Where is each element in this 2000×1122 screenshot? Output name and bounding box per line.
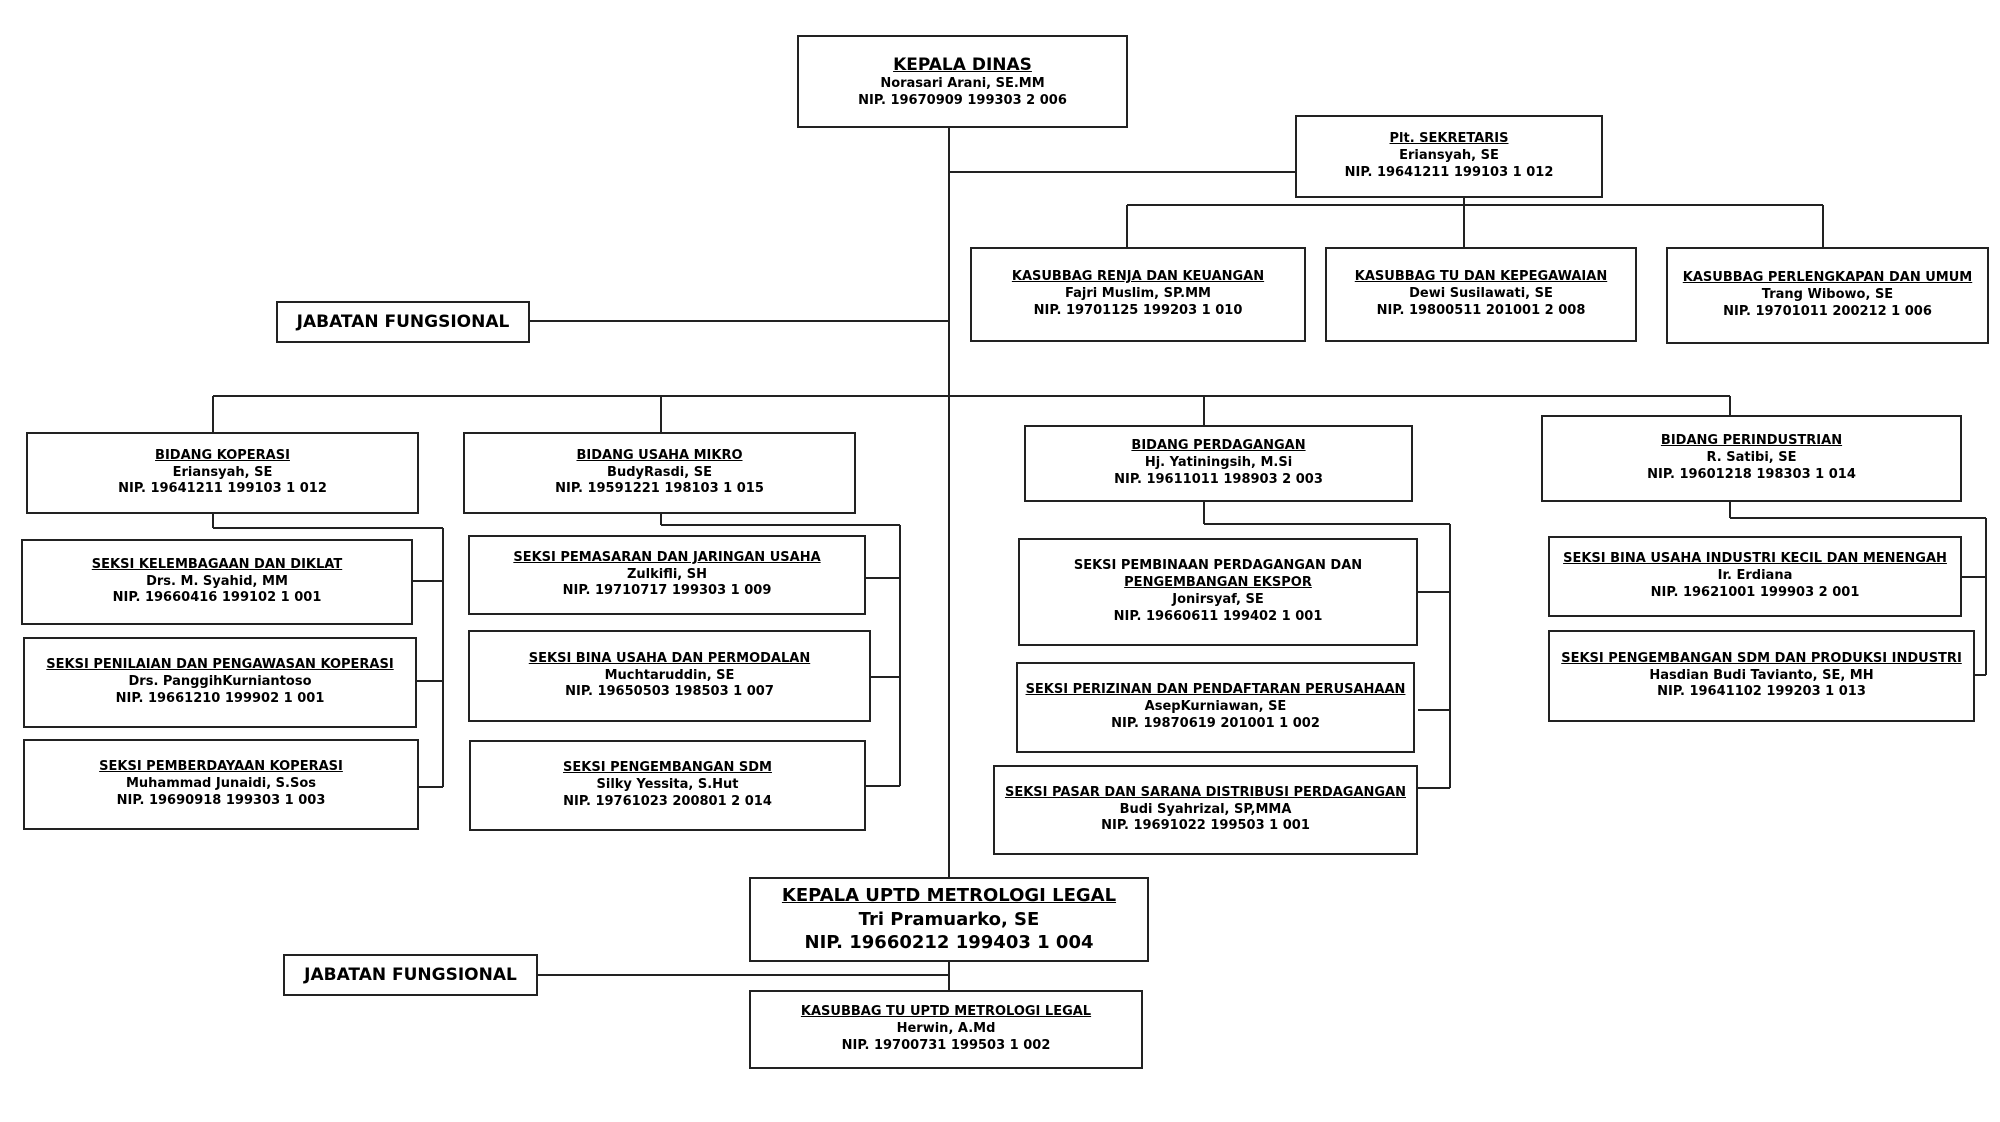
seksi-nip: NIP. 19660416 199102 1 001 (112, 590, 322, 606)
seksi-perizinan-box: SEKSI PERIZINAN DAN PENDAFTARAN PERUSAHA… (1016, 662, 1415, 753)
seksi-penilaian-box: SEKSI PENILAIAN DAN PENGAWASAN KOPERASI … (23, 637, 417, 728)
seksi-title: SEKSI PENGEMBANGAN SDM (563, 760, 772, 776)
kasubbag-title: KASUBBAG TU DAN KEPEGAWAIAN (1354, 269, 1608, 285)
seksi-nip: NIP. 19870619 201001 1 002 (1111, 715, 1320, 731)
sekretaris-nip: NIP. 19641211 199103 1 012 (1344, 164, 1554, 180)
kasubbag-uptd-title: KASUBBAG TU UPTD METROLOGI LEGAL (800, 1004, 1092, 1020)
jabatan-fungsional-uptd-label: JABATAN FUNGSIONAL (283, 954, 538, 996)
uptd-nip: NIP. 19660212 199403 1 004 (804, 932, 1094, 954)
seksi-title-line2: PENGEMBANGAN EKSPOR (1124, 575, 1312, 591)
bidang-nip: NIP. 19641211 199103 1 012 (118, 481, 327, 497)
kasubbag-title: KASUBBAG PERLENGKAPAN DAN UMUM (1682, 270, 1973, 286)
seksi-name: AsepKurniawan, SE (1144, 699, 1287, 715)
bidang-title: BIDANG KOPERASI (155, 447, 290, 463)
uptd-title: KEPALA UPTD METROLOGI LEGAL (781, 885, 1117, 907)
seksi-title: SEKSI PENILAIAN DAN PENGAWASAN KOPERASI (46, 657, 394, 673)
kasubbag-nip: NIP. 19701011 200212 1 006 (1723, 303, 1932, 319)
seksi-pengembangan-industri-box: SEKSI PENGEMBANGAN SDM DAN PRODUKSI INDU… (1548, 630, 1975, 722)
seksi-title: SEKSI PASAR DAN SARANA DISTRIBUSI PERDAG… (1004, 784, 1406, 800)
bidang-usaha-mikro-box: BIDANG USAHA MIKRO BudyRasdi, SE NIP. 19… (463, 432, 856, 514)
seksi-nip: NIP. 19621001 199903 2 001 (1650, 584, 1860, 600)
bidang-name: Hj. Yatiningsih, M.Si (1144, 455, 1293, 471)
seksi-pemberdayaan-box: SEKSI PEMBERDAYAAN KOPERASI Muhammad Jun… (23, 739, 419, 830)
sekretaris-name: Eriansyah, SE (1399, 148, 1499, 164)
seksi-pasar-box: SEKSI PASAR DAN SARANA DISTRIBUSI PERDAG… (993, 765, 1418, 855)
seksi-nip: NIP. 19691022 199503 1 001 (1101, 818, 1310, 834)
kasubbag-nip: NIP. 19800511 201001 2 008 (1376, 302, 1586, 318)
seksi-nip: NIP. 19661210 199902 1 001 (115, 690, 325, 706)
kasubbag-name: Fajri Muslim, SP.MM (1065, 286, 1211, 302)
kepala-dinas-title: KEPALA DINAS (893, 54, 1032, 75)
kasubbag-renja-box: KASUBBAG RENJA DAN KEUANGAN Fajri Muslim… (970, 247, 1306, 342)
seksi-nip: NIP. 19641102 199203 1 013 (1657, 684, 1866, 700)
kepala-dinas-name: Norasari Arani, SE.MM (880, 75, 1045, 91)
seksi-title: SEKSI PEMASARAN DAN JARINGAN USAHA (513, 549, 821, 565)
bidang-title: BIDANG PERINDUSTRIAN (1660, 433, 1843, 449)
kasubbag-uptd-name: Herwin, A.Md (896, 1021, 996, 1037)
seksi-title: SEKSI PENGEMBANGAN SDM DAN PRODUKSI INDU… (1561, 650, 1962, 666)
kepala-uptd-box: KEPALA UPTD METROLOGI LEGAL Tri Pramuark… (749, 877, 1149, 962)
seksi-title: SEKSI PEMBERDAYAAN KOPERASI (99, 759, 343, 775)
kasubbag-perlengkapan-box: KASUBBAG PERLENGKAPAN DAN UMUM Trang Wib… (1666, 247, 1989, 344)
seksi-title: SEKSI PEMBINAAN PERDAGANGAN DAN (1073, 558, 1363, 574)
uptd-name: Tri Pramuarko, SE (858, 908, 1040, 930)
seksi-name: Silky Yessita, S.Hut (596, 777, 739, 793)
kepala-dinas-box: KEPALA DINAS Norasari Arani, SE.MM NIP. … (797, 35, 1128, 128)
bidang-name: R. Satibi, SE (1706, 450, 1797, 466)
seksi-name: Budi Syahrizal, SP,MMA (1119, 801, 1292, 817)
sekretaris-box: Plt. SEKRETARIS Eriansyah, SE NIP. 19641… (1295, 115, 1603, 198)
kasubbag-name: Trang Wibowo, SE (1761, 287, 1894, 303)
seksi-name: Hasdian Budi Tavianto, SE, MH (1649, 667, 1874, 683)
kasubbag-name: Dewi Susilawati, SE (1409, 286, 1553, 302)
seksi-kelembagaan-box: SEKSI KELEMBAGAAN DAN DIKLAT Drs. M. Sya… (21, 539, 413, 625)
seksi-title: SEKSI KELEMBAGAAN DAN DIKLAT (91, 556, 343, 572)
seksi-name: Muhammad Junaidi, S.Sos (125, 776, 317, 792)
seksi-nip: NIP. 19690918 199303 1 003 (116, 792, 326, 808)
seksi-bina-usaha-box: SEKSI BINA USAHA DAN PERMODALAN Muchtaru… (468, 630, 871, 722)
bidang-name: Eriansyah, SE (172, 464, 273, 480)
seksi-name: Drs. PanggihKurniantoso (128, 674, 312, 690)
seksi-pemasaran-box: SEKSI PEMASARAN DAN JARINGAN USAHA Zulki… (468, 535, 866, 615)
seksi-title: SEKSI PERIZINAN DAN PENDAFTARAN PERUSAHA… (1025, 682, 1406, 698)
seksi-title: SEKSI BINA USAHA DAN PERMODALAN (528, 650, 811, 666)
kasubbag-nip: NIP. 19701125 199203 1 010 (1033, 302, 1243, 318)
bidang-name: BudyRasdi, SE (607, 464, 712, 480)
kasubbag-title: KASUBBAG RENJA DAN KEUANGAN (1011, 269, 1265, 285)
sekretaris-title: Plt. SEKRETARIS (1389, 131, 1509, 147)
seksi-title: SEKSI BINA USAHA INDUSTRI KECIL DAN MENE… (1563, 551, 1947, 567)
seksi-name: Zulkifli, SH (626, 566, 708, 582)
bidang-perindustrian-box: BIDANG PERINDUSTRIAN R. Satibi, SE NIP. … (1541, 415, 1962, 502)
kasubbag-uptd-box: KASUBBAG TU UPTD METROLOGI LEGAL Herwin,… (749, 990, 1143, 1069)
seksi-nip: NIP. 19761023 200801 2 014 (563, 793, 772, 809)
bidang-nip: NIP. 19601218 198303 1 014 (1647, 466, 1856, 482)
bidang-perdagangan-box: BIDANG PERDAGANGAN Hj. Yatiningsih, M.Si… (1024, 425, 1413, 502)
bidang-title: BIDANG PERDAGANGAN (1131, 438, 1306, 454)
seksi-pembinaan-perdagangan-box: SEKSI PEMBINAAN PERDAGANGAN DAN PENGEMBA… (1018, 538, 1418, 646)
seksi-name: Muchtaruddin, SE (604, 667, 735, 683)
kasubbag-uptd-nip: NIP. 19700731 199503 1 002 (841, 1037, 1051, 1053)
bidang-title: BIDANG USAHA MIKRO (576, 447, 743, 463)
bidang-nip: NIP. 19611011 198903 2 003 (1114, 471, 1323, 487)
bidang-nip: NIP. 19591221 198103 1 015 (555, 481, 764, 497)
seksi-name: Ir. Erdiana (1717, 568, 1793, 584)
bidang-koperasi-box: BIDANG KOPERASI Eriansyah, SE NIP. 19641… (26, 432, 419, 514)
seksi-bina-industri-box: SEKSI BINA USAHA INDUSTRI KECIL DAN MENE… (1548, 536, 1962, 617)
kasubbag-tu-box: KASUBBAG TU DAN KEPEGAWAIAN Dewi Susilaw… (1325, 247, 1637, 342)
seksi-name: Jonirsyaf, SE (1172, 592, 1264, 607)
seksi-nip: NIP. 19710717 199303 1 009 (562, 583, 772, 599)
seksi-name: Drs. M. Syahid, MM (146, 573, 288, 589)
seksi-nip: NIP. 19650503 198503 1 007 (565, 684, 774, 700)
seksi-pengembangan-sdm-box: SEKSI PENGEMBANGAN SDM Silky Yessita, S.… (469, 740, 866, 831)
jabatan-fungsional-label: JABATAN FUNGSIONAL (276, 301, 530, 343)
seksi-nip: NIP. 19660611 199402 1 001 (1113, 608, 1323, 624)
kepala-dinas-nip: NIP. 19670909 199303 2 006 (858, 92, 1067, 108)
